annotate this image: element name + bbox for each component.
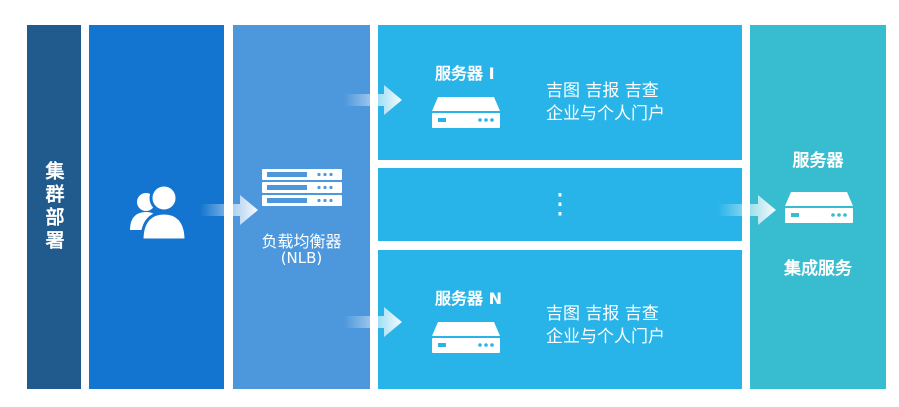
server-gap-ellipsis: ⋮ — [546, 187, 574, 220]
server-n-icon — [432, 322, 500, 353]
server-1-apps-line-2: 企业与个人门户 — [546, 104, 665, 124]
server-gap-panel — [378, 168, 742, 241]
integration-label: 集成服务 — [784, 259, 852, 279]
integration-server-icon — [785, 192, 853, 223]
server-n-panel — [378, 250, 742, 389]
load-balancer-abbr: (NLB) — [280, 249, 323, 267]
server-n-name: 服务器 N — [435, 289, 502, 308]
cluster-label: 集群部署 — [42, 161, 65, 253]
arrow-nlb-to-server-n-icon — [344, 307, 402, 337]
arrow-users-to-nlb-icon — [200, 195, 258, 225]
integration-server-name: 服务器 — [792, 151, 844, 171]
arrow-nlb-to-server-1-icon — [344, 85, 402, 115]
server-1-name: 服务器 I — [435, 64, 495, 83]
server-1-icon — [432, 97, 500, 128]
server-1-apps-line-1: 吉图 吉报 吉查 — [546, 81, 659, 101]
users-icon — [130, 183, 188, 242]
server-n-apps-line-2: 企业与个人门户 — [546, 327, 665, 347]
load-balancer-name: 负载均衡器 — [261, 232, 342, 251]
server-1-panel — [378, 25, 742, 160]
load-balancer-column — [233, 25, 370, 389]
load-balancer-rack-icon — [262, 169, 342, 206]
arrow-servers-to-integration-icon — [718, 195, 776, 225]
integration-column — [750, 25, 886, 389]
server-n-apps-line-1: 吉图 吉报 吉查 — [546, 304, 659, 324]
cluster-column — [27, 25, 81, 389]
